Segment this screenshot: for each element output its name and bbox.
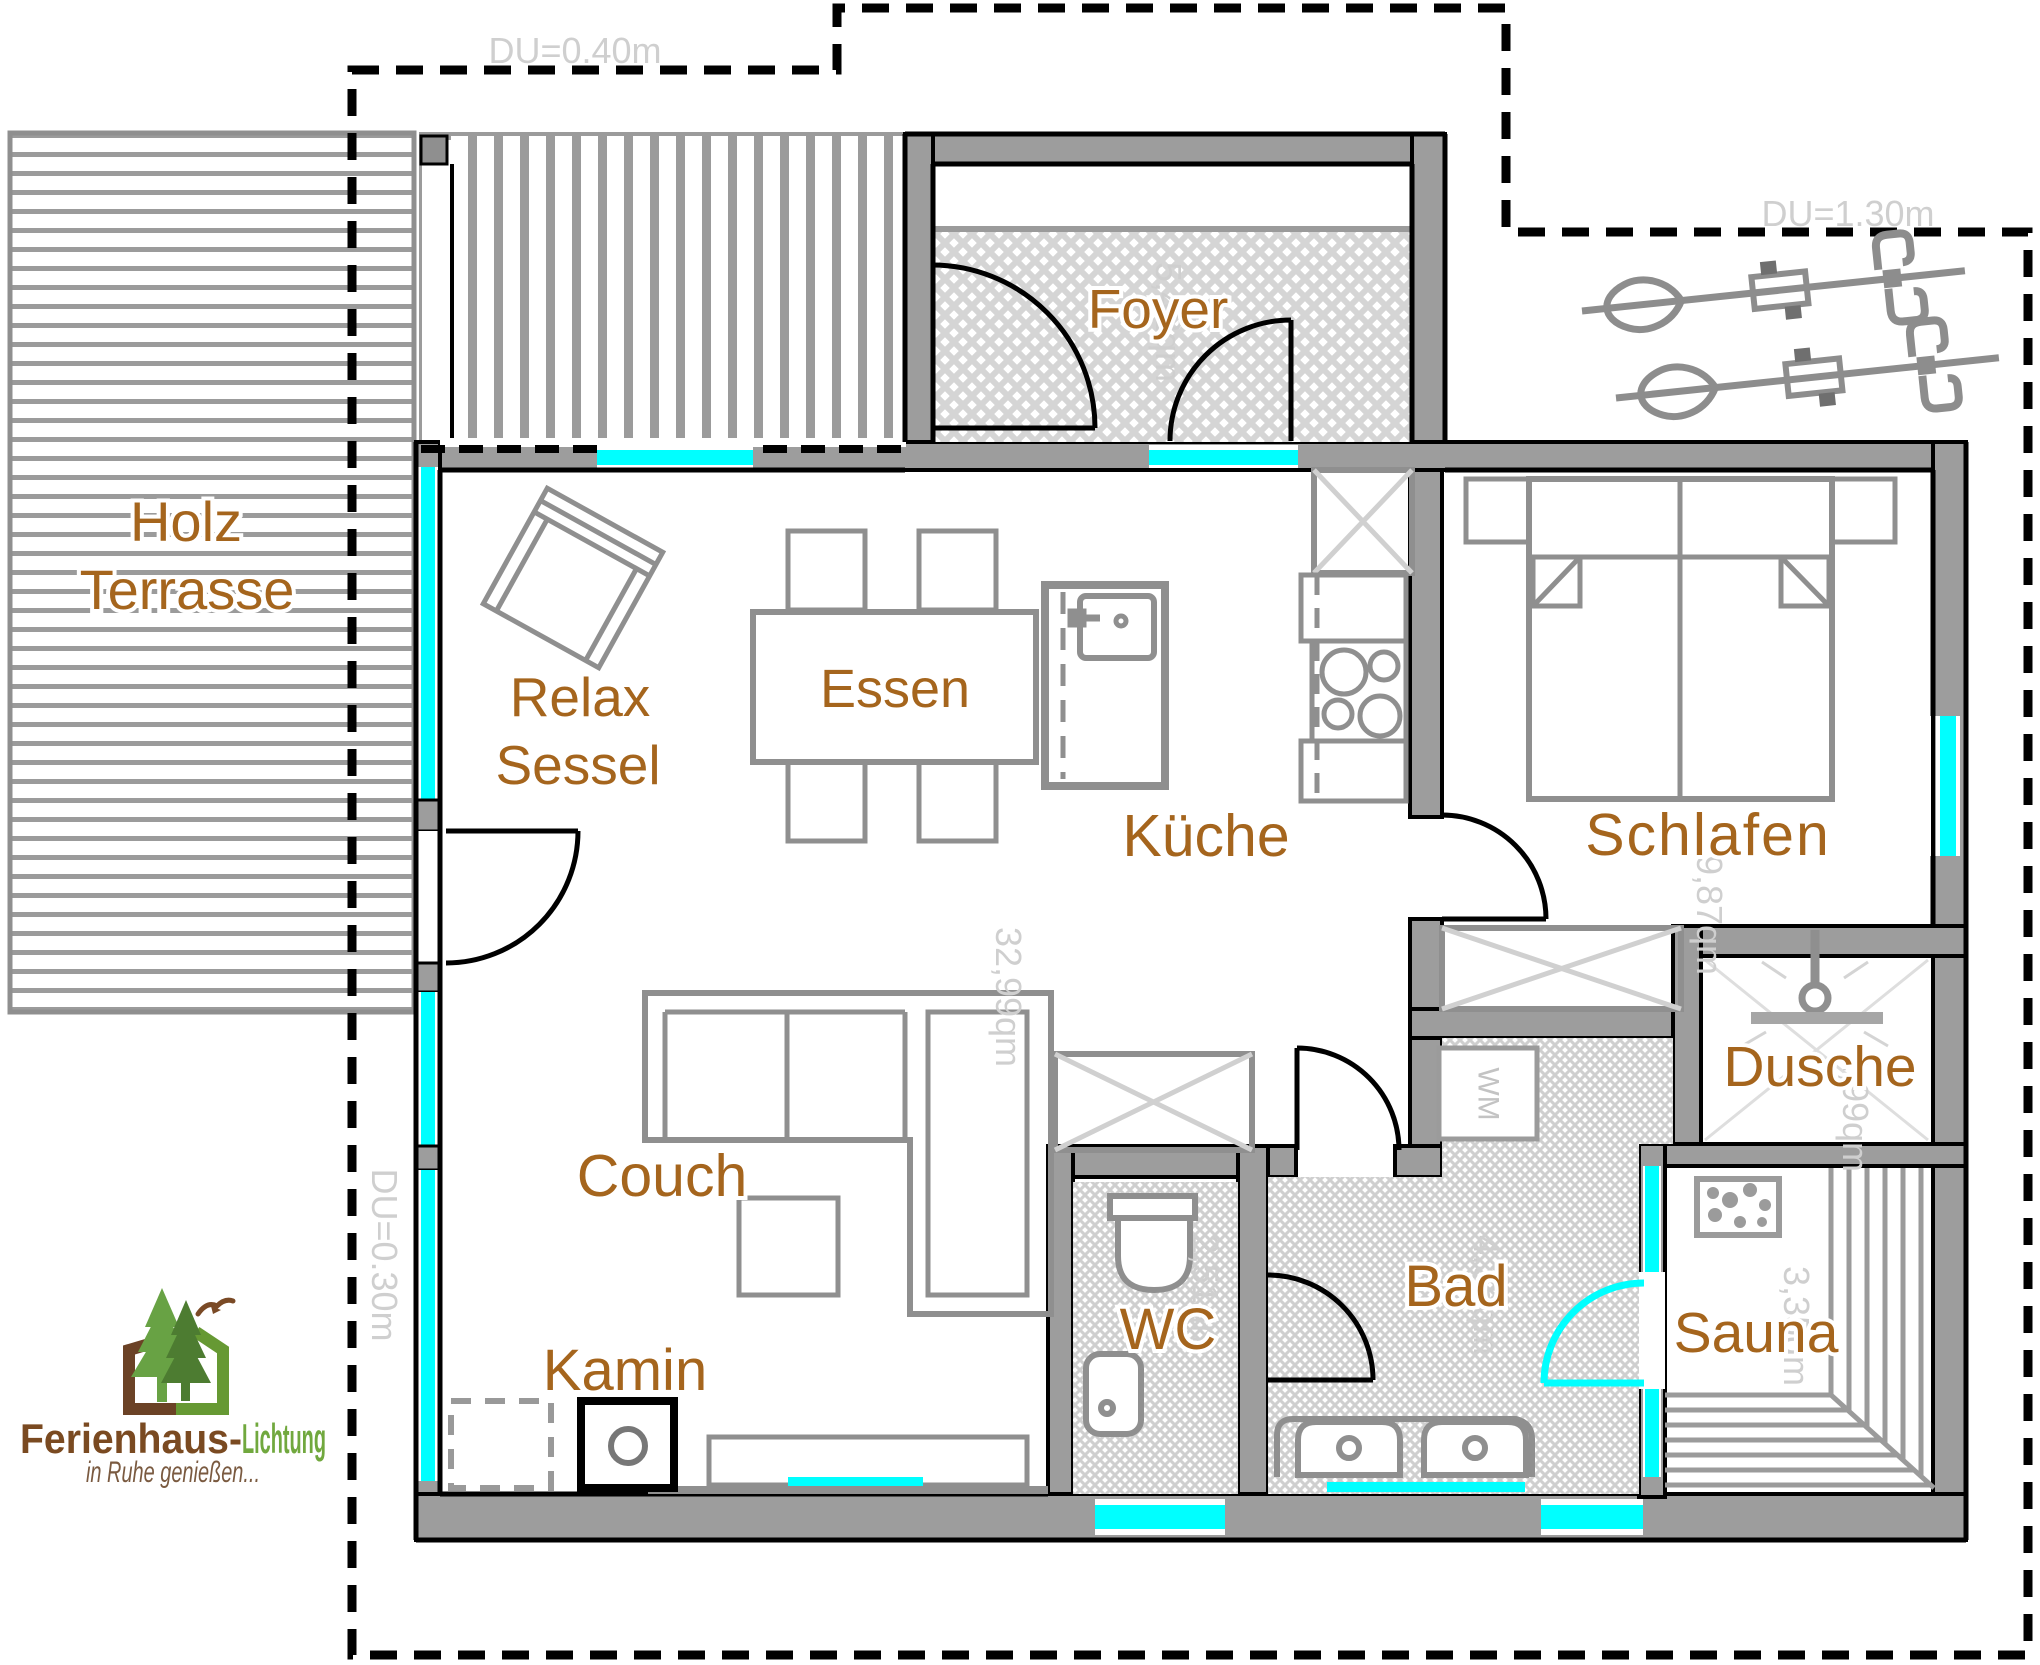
svg-text:Küche: Küche xyxy=(1122,803,1289,869)
svg-text:Couch: Couch xyxy=(577,1143,748,1209)
svg-text:Foyer: Foyer xyxy=(1088,278,1229,340)
svg-text:Terrasse: Terrasse xyxy=(80,558,295,621)
svg-text:DU=0.40m: DU=0.40m xyxy=(488,30,661,71)
svg-text:Dusche: Dusche xyxy=(1723,1035,1916,1099)
svg-text:Essen: Essen xyxy=(820,659,970,719)
svg-text:WM: WM xyxy=(1472,1067,1505,1120)
svg-text:Sessel: Sessel xyxy=(495,734,660,796)
svg-text:9,87qm: 9,87qm xyxy=(1689,855,1730,975)
svg-text:in Ruhe genießen...: in Ruhe genießen... xyxy=(86,1456,260,1489)
svg-text:Holz: Holz xyxy=(130,490,242,553)
svg-text:Ferienhaus-: Ferienhaus- xyxy=(20,1415,242,1462)
svg-text:Sauna: Sauna xyxy=(1674,1301,1839,1365)
svg-text:3,35qm: 3,35qm xyxy=(1776,1266,1817,1386)
svg-text:Lichtung: Lichtung xyxy=(242,1415,326,1462)
svg-text:DU=1.30m: DU=1.30m xyxy=(1761,193,1934,234)
svg-text:1,99qm: 1,99qm xyxy=(1835,1052,1876,1172)
svg-text:32,99qm: 32,99qm xyxy=(988,927,1029,1067)
svg-text:5,42qm: 5,42qm xyxy=(1148,262,1189,382)
svg-text:2,51qm: 2,51qm xyxy=(1185,1234,1226,1354)
svg-text:4,35qm: 4,35qm xyxy=(1466,1235,1507,1355)
svg-text:Bad: Bad xyxy=(1404,1254,1507,1319)
svg-text:DU=0.30m: DU=0.30m xyxy=(364,1168,405,1341)
svg-text:Relax: Relax xyxy=(510,666,651,728)
svg-text:Schlafen: Schlafen xyxy=(1585,802,1831,868)
svg-text:Kamin: Kamin xyxy=(543,1338,707,1403)
svg-text:WC: WC xyxy=(1120,1297,1217,1362)
